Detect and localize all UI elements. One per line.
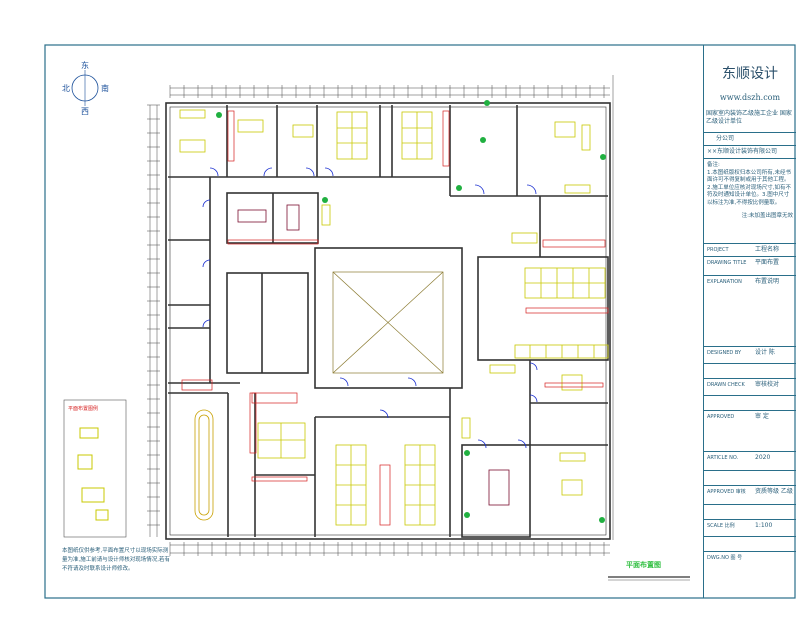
row-article: ARTICLE NO.2020 — [704, 451, 796, 470]
title-block: 东顺设计 www.dszh.com 国家室内装饰乙级施工企业 国家乙级设计单位 … — [703, 45, 796, 598]
dimension-lines — [149, 75, 614, 554]
workstations — [179, 109, 609, 526]
plants — [216, 100, 606, 523]
legend-title: 平面布置图例 — [68, 405, 98, 412]
walls — [165, 102, 611, 540]
meeting-tables — [237, 204, 510, 506]
compass-south: 南 — [101, 83, 109, 93]
company-logo: 东顺设计 — [722, 66, 778, 82]
conference-table — [194, 409, 214, 521]
row-drawing-number: DWG.NO 图 号 — [704, 551, 796, 564]
furniture-legend: 平面布置图例 — [63, 399, 127, 538]
atrium-void — [332, 271, 444, 374]
notes: 备注: 1.本图纸版权归本公司所有,未经书面许可不得复制或用于其他工程。2.施工… — [704, 158, 796, 243]
branch: 分公司 — [704, 132, 796, 145]
notes-text: 1.本图纸版权归本公司所有,未经书面许可不得复制或用于其他工程。2.施工单位应核… — [707, 169, 791, 206]
company-full-name: ××东顺设计装饰有限公司 — [704, 145, 796, 158]
dimension-ticks — [147, 85, 605, 556]
footer-note: 本图纸仅供参考,平面布置尺寸以现场实际测量为准,施工前请与设计师核对现场情况,若… — [62, 548, 170, 572]
row-qualification: APPROVED 审核资质等级 乙级 — [704, 485, 796, 504]
certification: 国家室内装饰乙级施工企业 国家乙级设计单位 — [706, 110, 792, 125]
compass-east: 东 — [81, 60, 89, 70]
company-url: www.dszh.com — [719, 93, 781, 102]
compass-north: 北 — [62, 84, 70, 93]
notes-label: 备注: — [707, 162, 720, 168]
compass: 东 北 南 西 — [62, 60, 109, 116]
sheet-frame — [44, 44, 796, 599]
doors — [202, 167, 538, 449]
compass-west: 西 — [81, 107, 89, 116]
plan-title: 平面布置图 — [626, 561, 661, 569]
signature-line: 注:未加盖出图章无效 — [741, 213, 793, 219]
partitions — [181, 110, 609, 526]
